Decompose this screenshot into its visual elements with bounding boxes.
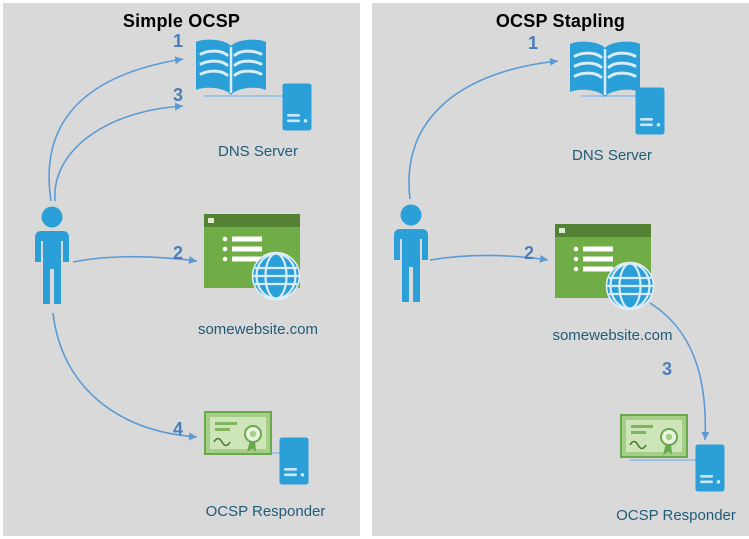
node-label-website: somewebsite.com	[552, 327, 673, 344]
server-tower-icon	[635, 87, 665, 135]
step-label: 2	[523, 243, 534, 263]
certificate-icon	[620, 414, 688, 458]
certificate-base-line	[630, 459, 710, 461]
step-label: 4	[172, 419, 183, 439]
open-book-icon	[568, 40, 642, 99]
step-label: 3	[172, 85, 183, 105]
arrow-step-1	[408, 57, 559, 200]
book-base-line	[581, 95, 661, 97]
person-icon	[394, 204, 428, 302]
step-label: 2	[172, 243, 183, 263]
node-label-website: somewebsite.com	[197, 321, 319, 338]
node-label-ocsp-responder: OCSP Responder	[205, 503, 326, 520]
node-label-ocsp-responder: OCSP Responder	[616, 507, 736, 524]
person-icon	[35, 206, 69, 304]
arrow-step-3	[54, 102, 184, 202]
panel-ocsp-stapling: OCSP Stapling 1 2 3 DNS Server somewebsi…	[372, 3, 749, 536]
node-label-dns-server: DNS Server	[217, 143, 299, 160]
panel-simple-ocsp: Simple OCSP 1 3 2 4 DNS Server somewebsi…	[3, 3, 360, 536]
certificate-icon	[204, 411, 272, 455]
server-tower-icon	[282, 83, 312, 131]
node-label-dns-server: DNS Server	[571, 147, 653, 164]
globe-icon	[251, 251, 301, 301]
book-base-line	[204, 95, 301, 97]
step-label: 1	[172, 31, 183, 51]
server-tower-icon	[279, 437, 309, 485]
panel-title: OCSP Stapling	[495, 11, 626, 31]
server-tower-icon	[695, 444, 725, 492]
globe-icon	[605, 261, 655, 311]
step-label: 3	[661, 359, 672, 379]
arrow-step-1	[48, 56, 184, 202]
step-label: 1	[527, 33, 538, 53]
open-book-icon	[194, 38, 268, 97]
panel-title: Simple OCSP	[122, 11, 241, 31]
